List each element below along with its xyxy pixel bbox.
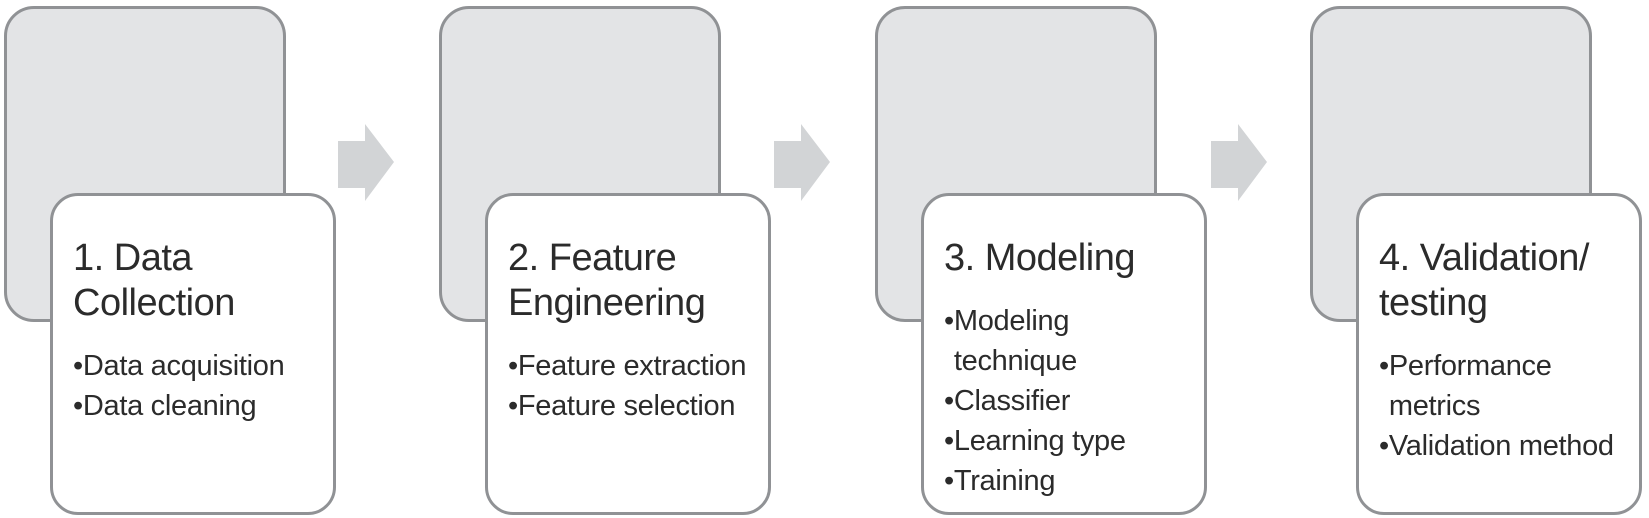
- bullet-text: Classifier: [953, 385, 1071, 417]
- step-card-feature-engineering: 2. Feature Engineering • Feature extract…: [485, 193, 771, 515]
- arrow-right-icon: [774, 124, 830, 201]
- bullet-item: • Feature extraction: [508, 346, 764, 386]
- arrow-right-icon: [338, 124, 394, 201]
- bullet-list: • Performance metrics • Validation metho…: [1379, 346, 1635, 466]
- step-card-data-collection: 1. Data Collection • Data acquisition • …: [50, 193, 336, 515]
- bullet-text: Data acquisition: [82, 350, 285, 382]
- bullet-dot-icon: •: [73, 350, 83, 382]
- bullet-text: Training: [953, 465, 1056, 497]
- bullet-item: • Classifier: [944, 381, 1200, 421]
- bullet-dot-icon: •: [1379, 430, 1389, 462]
- bullet-text: Performance metrics: [1388, 350, 1552, 422]
- bullet-item: • Learning type: [944, 421, 1200, 461]
- bullet-list: • Feature extraction • Feature selection: [508, 346, 764, 426]
- bullet-list: • Modeling technique • Classifier • Lear…: [944, 301, 1200, 501]
- bullet-text: Modeling technique: [953, 305, 1077, 377]
- bullet-item: • Data acquisition: [73, 346, 329, 386]
- step-title: 1. Data Collection: [73, 237, 235, 324]
- bullet-text: Validation method: [1388, 430, 1614, 462]
- step-group-validation-testing: 4. Validation/ testing • Performance met…: [1310, 0, 1649, 518]
- step-card-modeling: 3. Modeling • Modeling technique • Class…: [921, 193, 1207, 515]
- step-title: 4. Validation/ testing: [1379, 237, 1589, 324]
- bullet-dot-icon: •: [944, 465, 954, 497]
- bullet-dot-icon: •: [944, 305, 954, 337]
- bullet-item: • Performance metrics: [1379, 346, 1635, 426]
- arrow-right-icon: [1211, 124, 1267, 201]
- step-card-validation-testing: 4. Validation/ testing • Performance met…: [1356, 193, 1642, 515]
- bullet-item: • Training: [944, 461, 1200, 501]
- step-group-feature-engineering: 2. Feature Engineering • Feature extract…: [439, 0, 779, 518]
- bullet-item: • Modeling technique: [944, 301, 1200, 381]
- step-group-modeling: 3. Modeling • Modeling technique • Class…: [875, 0, 1215, 518]
- bullet-text: Learning type: [953, 425, 1126, 457]
- bullet-text: Feature selection: [517, 390, 736, 422]
- bullet-text: Data cleaning: [82, 390, 257, 422]
- bullet-item: • Validation method: [1379, 426, 1635, 466]
- step-title: 2. Feature Engineering: [508, 237, 706, 324]
- bullet-list: • Data acquisition • Data cleaning: [73, 346, 329, 426]
- bullet-dot-icon: •: [73, 390, 83, 422]
- bullet-dot-icon: •: [944, 425, 954, 457]
- step-title: 3. Modeling: [944, 237, 1135, 279]
- bullet-dot-icon: •: [944, 385, 954, 417]
- bullet-dot-icon: •: [1379, 350, 1389, 382]
- bullet-item: • Feature selection: [508, 386, 764, 426]
- bullet-text: Feature extraction: [517, 350, 747, 382]
- bullet-dot-icon: •: [508, 390, 518, 422]
- bullet-item: • Data cleaning: [73, 386, 329, 426]
- bullet-dot-icon: •: [508, 350, 518, 382]
- step-group-data-collection: 1. Data Collection • Data acquisition • …: [4, 0, 344, 518]
